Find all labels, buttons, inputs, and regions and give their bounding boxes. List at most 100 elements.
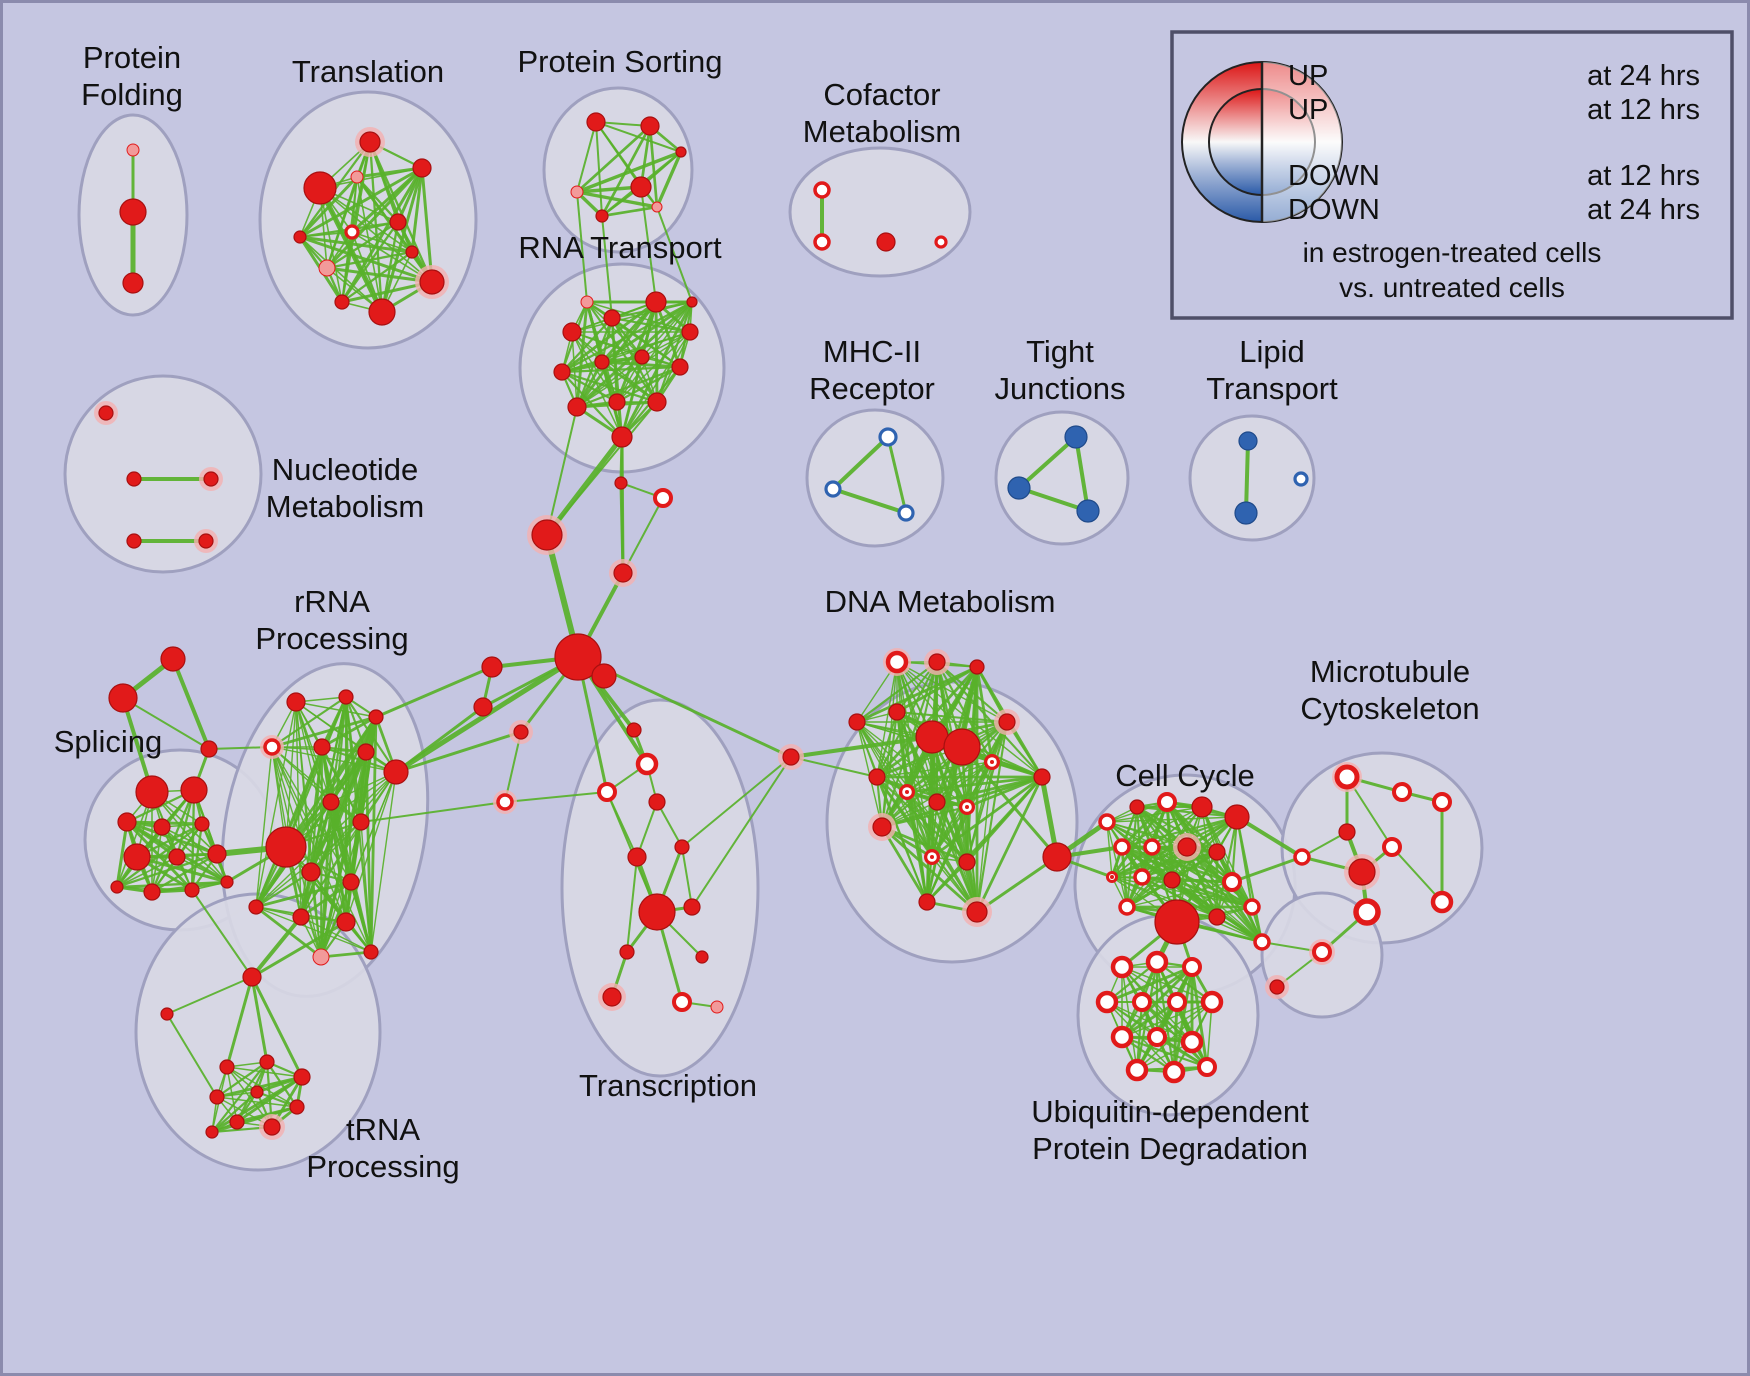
node-sg3 — [200, 740, 218, 758]
node-rr4 — [260, 735, 284, 759]
cluster-label-rna-transport: RNA Transport — [518, 230, 722, 265]
node-mc8 — [1430, 890, 1454, 914]
node-tc1 — [626, 722, 642, 738]
node-mc6 — [1344, 854, 1380, 890]
node-cc9 — [1208, 843, 1226, 861]
node-tc3 — [597, 782, 617, 802]
node-tn10 — [259, 1114, 285, 1140]
node-dm4 — [848, 713, 866, 731]
node-tn4 — [259, 1054, 275, 1070]
node-rr10 — [352, 813, 370, 831]
edge-sg2-sg3 — [122, 697, 210, 750]
edge-sp8-sp12 — [115, 852, 219, 889]
edge-rt11-rt14 — [655, 300, 694, 404]
edge-tl8-tl10 — [325, 175, 359, 270]
edge-ps2-ps3 — [575, 124, 652, 194]
node-tn1 — [242, 967, 262, 987]
edge-rt10-rt14 — [616, 301, 693, 403]
edge-tl10-tl11 — [356, 176, 413, 253]
edge-rt6-rt11 — [600, 360, 659, 404]
node-rr13 — [292, 908, 310, 926]
node-lc3 — [509, 720, 533, 744]
node-ch2 — [527, 515, 567, 555]
edge-rr1-rr8 — [285, 701, 297, 848]
node-sp7 — [168, 848, 186, 866]
edge-sg1-sg3 — [171, 657, 211, 751]
edge-mh2-mh3 — [831, 487, 908, 515]
node-lp2 — [1234, 501, 1258, 525]
node-rr9 — [322, 793, 340, 811]
edge-tl2-tl12 — [340, 140, 372, 304]
edge-dm15-dm17 — [880, 825, 969, 864]
node-cc1 — [1098, 813, 1116, 831]
node-ch1 — [554, 633, 602, 681]
edge-rt12-ch5 — [620, 435, 625, 575]
node-dm16 — [924, 849, 940, 865]
node-sp9 — [143, 883, 161, 901]
node-cc11 — [1133, 868, 1151, 886]
node-rr15 — [312, 948, 330, 966]
edge-rt9-rt13 — [575, 300, 589, 409]
node-sg1 — [160, 646, 186, 672]
edge-dm2-dm4 — [855, 660, 939, 724]
cluster-label-transcription: Transcription — [579, 1068, 757, 1103]
node-tl9 — [293, 230, 307, 244]
node-tn2 — [160, 1007, 174, 1021]
node-sp6 — [123, 843, 151, 871]
edge-rt7-rt13 — [586, 301, 643, 358]
node-tc10 — [695, 950, 709, 964]
edge-rr4-rr7 — [271, 746, 397, 773]
edge-tl11-tl12 — [340, 250, 414, 304]
legend-note-line-1: vs. untreated cells — [1339, 272, 1565, 303]
node-tl8 — [318, 259, 336, 277]
edge-rr1-rr3 — [295, 701, 377, 718]
node-ub12 — [1162, 1060, 1186, 1084]
node-sp11 — [220, 875, 234, 889]
edge-lc4-rr10 — [360, 801, 506, 823]
node-rr1 — [286, 692, 306, 712]
edge-rt6-rt14 — [600, 300, 694, 364]
node-dm12 — [899, 784, 915, 800]
node-cc14 — [1154, 899, 1200, 945]
edge-rt12-rt14 — [620, 300, 694, 439]
edge-dm5-dm8 — [895, 710, 1009, 724]
edge-tn4-tn6 — [215, 1060, 269, 1099]
legend-faded-half — [1262, 62, 1342, 222]
node-mc10 — [1309, 939, 1335, 965]
node-rt11 — [647, 392, 667, 412]
node-mh3 — [897, 504, 915, 522]
edge-dm10-dm13 — [936, 761, 993, 803]
node-cc16 — [1208, 908, 1226, 926]
node-rr16 — [363, 944, 379, 960]
node-rr14 — [336, 912, 356, 932]
node-tc12 — [672, 992, 692, 1012]
edge-mh1-mh3 — [886, 435, 908, 515]
edge-rr10-rr16 — [360, 821, 372, 953]
node-ch5 — [609, 559, 637, 587]
edge-dm5-dm16 — [895, 710, 934, 859]
node-sg2 — [108, 683, 138, 713]
node-tj3 — [1076, 499, 1100, 523]
node-pf3 — [122, 272, 144, 294]
edge-rr12-rr17 — [254, 880, 353, 909]
node-lc2 — [473, 697, 493, 717]
edge-ps4-rt3 — [640, 186, 657, 303]
legend-direction-1: UP — [1288, 94, 1328, 126]
node-dm3 — [969, 659, 985, 675]
edge-cc5-cc12 — [1170, 815, 1239, 882]
edge-ub3-ub5 — [1140, 965, 1194, 1004]
node-tn6 — [209, 1089, 225, 1105]
node-nm5 — [194, 529, 218, 553]
node-sp12 — [110, 880, 124, 894]
node-rr8 — [265, 826, 307, 868]
edge-cc2-cc15 — [1125, 805, 1139, 909]
node-lp1 — [1238, 431, 1258, 451]
edge-ch4-ch5 — [622, 497, 664, 574]
node-rr11 — [301, 862, 321, 882]
node-tc2 — [635, 752, 659, 776]
edge-lc4-tc3 — [504, 791, 608, 803]
edge-tj1-tj3 — [1074, 435, 1090, 513]
edge-rr3-rr16 — [369, 715, 378, 954]
